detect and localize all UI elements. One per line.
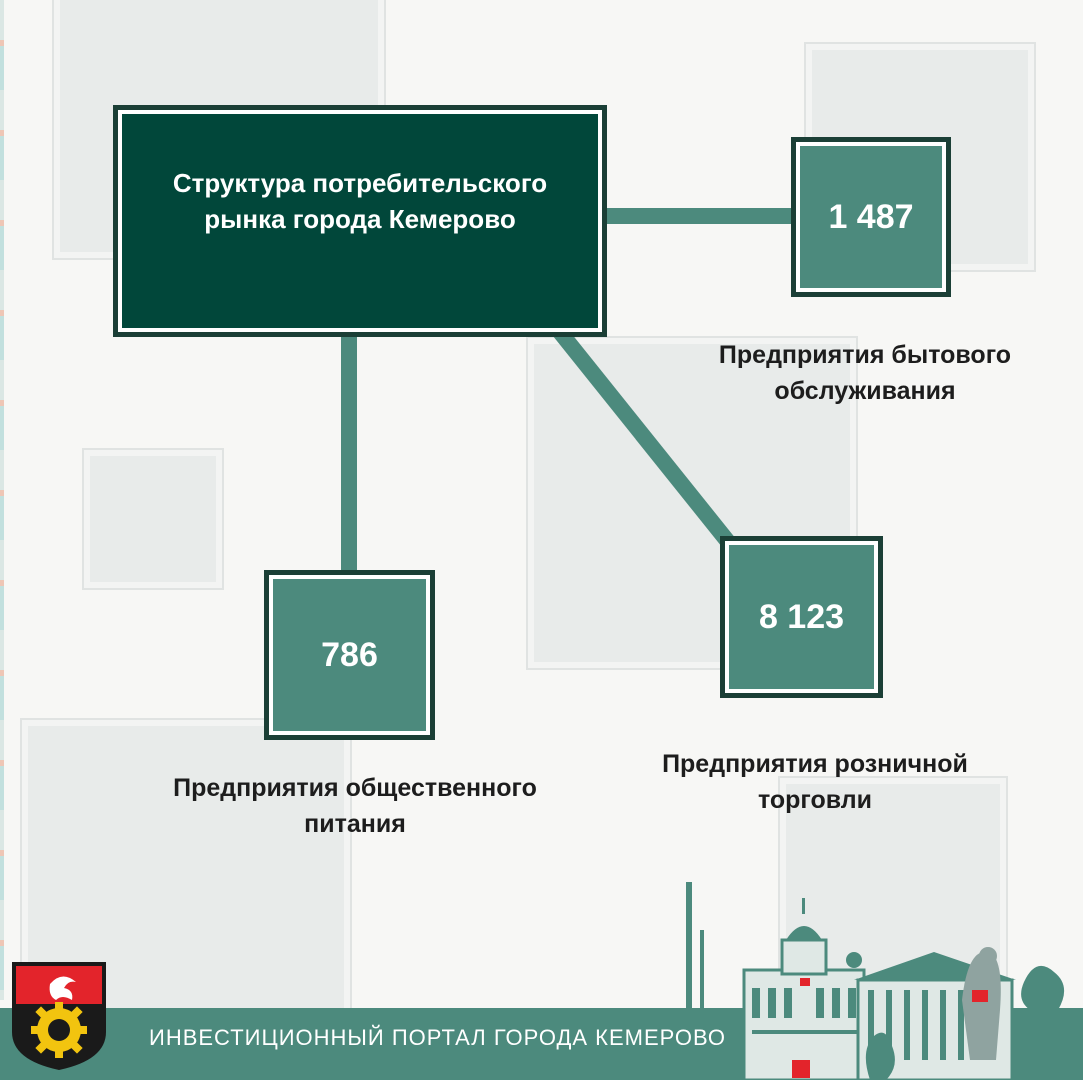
node-services-value: 1 487 [828,197,914,236]
edge-decoration-strip [0,0,4,1000]
footer-text: ИНВЕСТИЦИОННЫЙ ПОРТАЛ ГОРОДА КЕМЕРОВО [149,1025,726,1050]
node-retail-value: 8 123 [758,597,845,636]
node-services-label: Предприятия бытового обслуживания [718,341,1012,405]
bg-square [84,450,222,588]
node-catering-value: 786 [321,635,378,674]
node-retail-box: 8 123 [720,536,883,698]
node-services-box: 1 487 [791,137,951,297]
diagram-title-box: Структура потребительского рынка города … [113,105,607,337]
node-catering-box: 786 [264,570,435,740]
city-skyline-icon [686,882,1065,1080]
connector-to-retail [553,326,740,554]
kemerovo-coat-of-arms-icon [12,962,106,1070]
diagram-title: Структура потребительского рынка города … [172,168,548,234]
node-retail-label: Предприятия розничной торговли [662,750,968,814]
node-catering-label: Предприятия общественного питания [173,774,537,838]
